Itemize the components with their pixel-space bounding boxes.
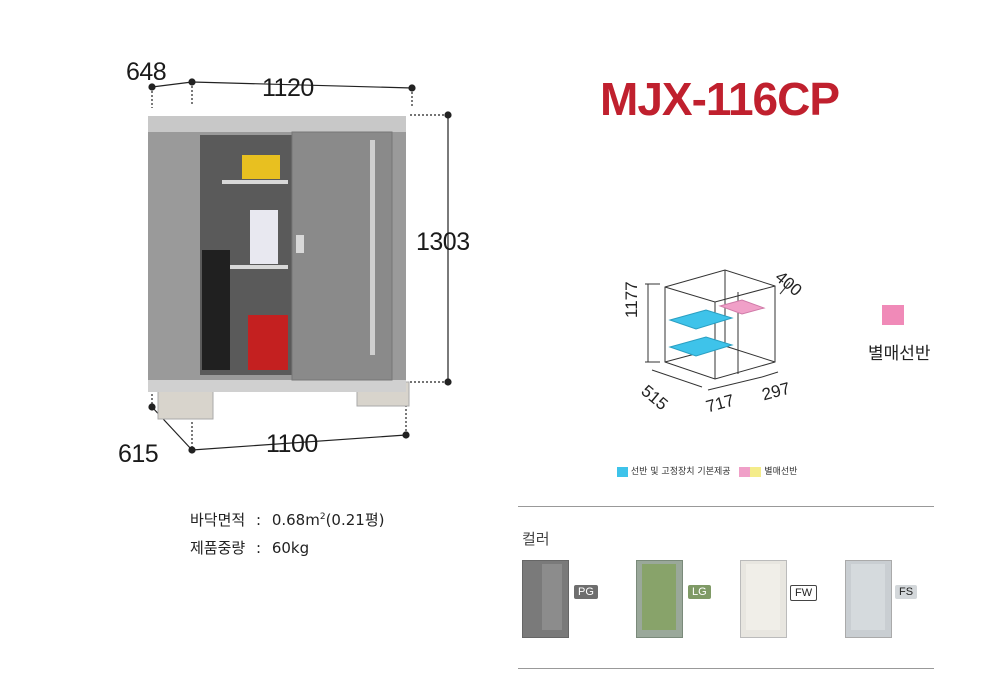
color-option-lg[interactable]: LG [636,560,746,640]
color-heading: 컬러 [522,530,550,548]
spec-separator: : [255,539,262,557]
spec-separator: : [255,511,262,529]
color-tag-lg: LG [688,585,711,599]
color-tag-pg: PG [574,585,598,599]
optional-shelf-label: 별매선반 [868,344,931,364]
model-title: MJX-116CP [600,73,840,125]
color-option-fs[interactable]: FS [845,560,935,640]
color-door-lg [642,564,676,630]
interior-diagram [630,262,850,422]
spec-floor-area-pyeong: (0.21평) [325,511,385,529]
color-door-fw [746,564,780,630]
legend-label-optional: 별매선반 [764,467,798,477]
spec-floor-area-value: 0.68m [271,511,320,529]
dim-top-width: 1120 [262,74,314,102]
dim-height: 1303 [416,228,470,256]
dim-top-depth: 648 [126,58,167,86]
color-door-fs [851,564,885,630]
color-option-fw[interactable]: FW [740,560,850,640]
optional-shelf-swatch [882,305,904,325]
spec-floor-area: 바닥면적 : 0.68m2(0.21평) [190,509,384,530]
diagram-legend: 선반 및 고정장치 기본제공 별매선반 [617,464,797,477]
spec-weight-value: 60kg [271,539,310,557]
spec-floor-area-sup: 2 [319,512,326,522]
product-illustration [110,60,500,470]
color-tag-fs: FS [895,585,918,599]
dim-bottom-depth: 615 [118,440,159,468]
color-option-pg[interactable]: PG [522,560,632,640]
spec-weight: 제품중량 : 60kg [190,537,309,558]
legend-swatch-included [617,466,628,477]
color-tag-fw: FW [790,585,818,601]
dim-interior-height: 1177 [622,281,641,318]
legend-label-included: 선반 및 고정장치 기본제공 [630,467,731,477]
legend-swatch-optional-pink [739,466,751,477]
color-door-pg [542,564,562,630]
spec-weight-label: 제품중량 [190,539,246,557]
color-section-bottom-rule [518,668,934,669]
interior-box [645,269,791,391]
spec-floor-area-label: 바닥면적 [190,511,246,529]
legend-swatch-optional-yellow [750,466,762,477]
shed-drawing [148,78,452,454]
color-section-top-rule [518,506,934,507]
dim-bottom-width: 1100 [266,430,318,458]
